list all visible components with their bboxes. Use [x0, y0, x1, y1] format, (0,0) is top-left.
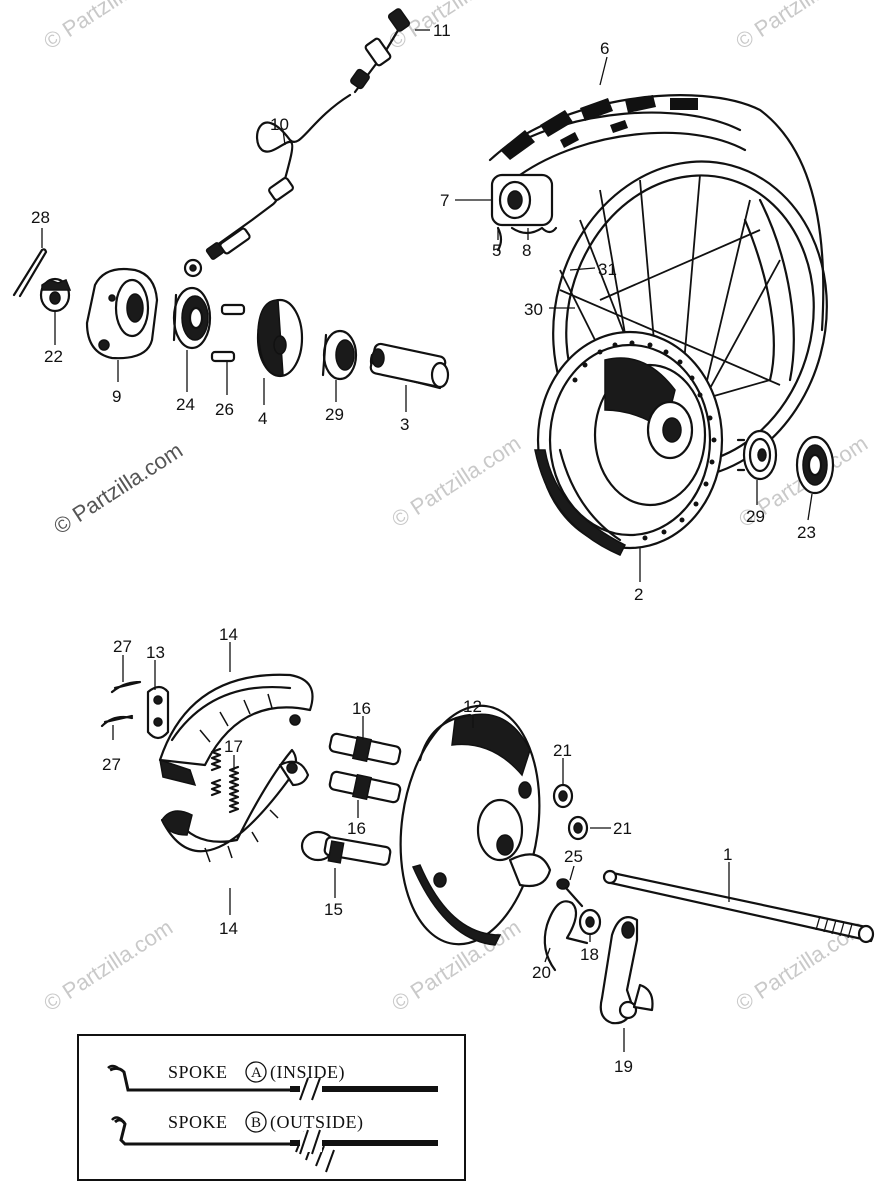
spring-part-20	[543, 900, 589, 972]
brake-shoe-part-14-top	[158, 673, 314, 787]
legend-frame	[77, 1034, 466, 1181]
leader-lines	[41, 29, 813, 1052]
callout-11: 11	[433, 21, 451, 40]
spoke-b-illustration	[114, 1118, 438, 1146]
spoke-a-word: SPOKE	[168, 1062, 228, 1082]
bolt-part-25	[556, 878, 584, 908]
callout-25: 25	[564, 847, 583, 866]
callout-27-bottom: 27	[102, 755, 121, 774]
callout-10: 10	[270, 115, 289, 134]
oil-seal-part-23	[795, 435, 835, 495]
callout-14-bottom: 14	[219, 919, 238, 938]
callout-21-bottom: 21	[613, 819, 632, 838]
callout-14-top: 14	[219, 625, 238, 644]
callout-22: 22	[44, 347, 63, 366]
small-nut	[183, 258, 203, 278]
cable-end-part-11	[350, 8, 411, 94]
callout-27-top: 27	[113, 637, 132, 656]
callout-30: 30	[524, 300, 543, 319]
bearing-part-29-left	[321, 329, 358, 381]
watermark-mid-center: © Partzilla.com	[387, 430, 525, 532]
callout-28: 28	[31, 208, 50, 227]
springs-part-17	[210, 747, 240, 814]
plate-part-13	[146, 685, 170, 740]
spoke-break-marks	[295, 1077, 335, 1173]
callout-8: 8	[522, 241, 531, 260]
callout-21-top: 21	[553, 741, 572, 760]
callout-labels: 11 10 6 7 5 8 31 30 28 22 9 24 26 4 29 3…	[31, 21, 816, 1076]
callout-31: 31	[598, 260, 617, 279]
spoke-a-desc: (INSIDE)	[270, 1062, 345, 1083]
brake-panel-part-12	[399, 704, 552, 946]
callout-29-left: 29	[325, 405, 344, 424]
bearing-part-24	[172, 286, 212, 350]
callout-7: 7	[440, 191, 449, 210]
callout-23: 23	[797, 523, 816, 542]
callout-2: 2	[634, 585, 643, 604]
spoke-b-letter-circle	[245, 1111, 267, 1133]
washers-part-21	[552, 783, 589, 841]
cotter-pin-part-27-bottom	[100, 714, 134, 728]
brake-arm-part-19	[599, 916, 654, 1025]
watermark-top-right: © Partzilla.com	[731, 0, 869, 54]
spoke-legend: SPOKE A (INSIDE) SPOKE B (OUTSIDE)	[77, 1034, 466, 1181]
callout-18: 18	[580, 945, 599, 964]
gearbox-part-9	[85, 267, 159, 360]
spoke-b-row: SPOKE B (OUTSIDE)	[111, 1111, 438, 1146]
callout-29-right: 29	[746, 507, 765, 526]
distance-collar-part-3	[369, 342, 450, 390]
cotter-pin-part-27-top	[110, 680, 142, 694]
rim-band-part-5	[496, 226, 503, 252]
callout-3: 3	[400, 415, 409, 434]
castle-nut-part-22	[39, 277, 72, 313]
brake-shoe-part-14-bottom	[160, 748, 310, 863]
rim-band-part-8	[510, 226, 558, 235]
callout-20: 20	[532, 963, 551, 982]
watermark-top-left: © Partzilla.com	[39, 0, 177, 54]
spoke-b-desc: (OUTSIDE)	[270, 1112, 363, 1133]
spoke-b-word: SPOKE	[168, 1112, 228, 1132]
axle-part-1	[602, 869, 875, 944]
hub-part-2	[534, 330, 724, 556]
callout-16-bottom: 16	[347, 819, 366, 838]
bearing-part-29-right	[736, 429, 778, 481]
spoke-a-letter-circle	[245, 1061, 267, 1083]
hub-rivets	[572, 340, 717, 541]
cam-part-15	[300, 830, 392, 866]
wheel-assembly	[488, 94, 828, 556]
callout-15: 15	[324, 900, 343, 919]
cotter-pin-part-28	[12, 248, 48, 298]
tire-tread	[500, 95, 698, 160]
callout-6: 6	[600, 39, 609, 58]
speedometer-cable-part-10	[205, 93, 352, 260]
callout-9: 9	[112, 387, 121, 406]
callout-24: 24	[176, 395, 195, 414]
hub-plate-part-4	[256, 298, 304, 378]
watermark-bottom-left: © Partzilla.com	[39, 914, 177, 1016]
spoke-a-row: SPOKE A (INSIDE)	[107, 1061, 438, 1092]
nut-part-18	[578, 908, 602, 936]
callout-16-top: 16	[352, 699, 371, 718]
callout-12: 12	[463, 697, 482, 716]
callout-4: 4	[258, 409, 267, 428]
callout-17: 17	[224, 737, 243, 756]
callout-1: 1	[723, 845, 732, 864]
watermark-left-main: © Partzilla.com	[49, 437, 187, 539]
spoke-a-illustration	[109, 1066, 438, 1092]
studs-part-16	[328, 732, 402, 804]
spoke-b-letter: B	[251, 1115, 261, 1131]
callout-5: 5	[492, 241, 501, 260]
callout-19: 19	[614, 1057, 633, 1076]
spoke-a-letter: A	[251, 1065, 262, 1081]
callout-13: 13	[146, 643, 165, 662]
pin-part-26	[210, 303, 246, 363]
callout-26: 26	[215, 400, 234, 419]
